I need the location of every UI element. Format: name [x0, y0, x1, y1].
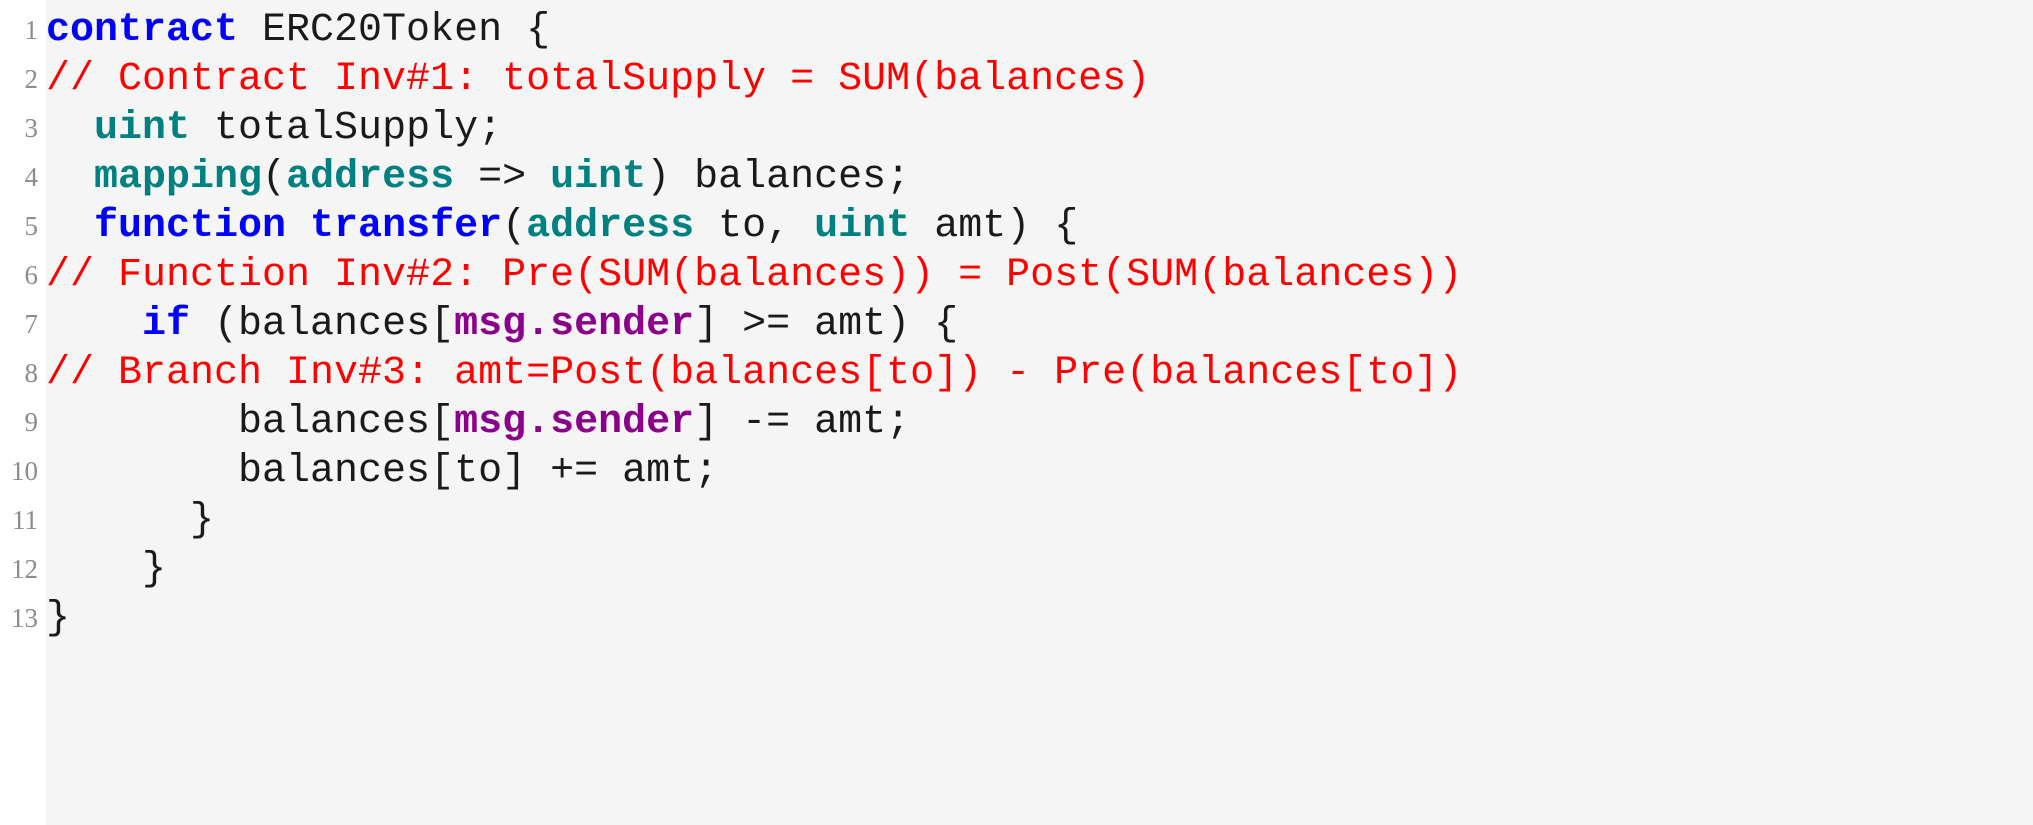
line-text: }	[46, 496, 214, 545]
code-line: 12 }	[0, 545, 2033, 594]
code-token-builtin: msg.sender	[454, 302, 695, 347]
code-token-plain: to,	[694, 204, 815, 249]
line-number: 5	[24, 211, 39, 241]
line-text: }	[46, 594, 70, 643]
code-token-type: uint	[550, 155, 647, 200]
line-number: 11	[12, 505, 38, 535]
code-token-kw: if	[142, 302, 191, 347]
line-text: uint totalSupply;	[46, 104, 502, 153]
code-token-plain: (	[262, 155, 287, 200]
line-text: balances[msg.sender] -= amt;	[46, 398, 910, 447]
code-token-plain: totalSupply;	[190, 106, 503, 151]
line-number: 10	[11, 456, 38, 486]
line-text: // Branch Inv#3: amt=Post(balances[to]) …	[46, 349, 1462, 398]
code-token-plain	[46, 204, 94, 249]
line-number: 3	[24, 113, 39, 143]
line-text: // Contract Inv#1: totalSupply = SUM(bal…	[46, 55, 1150, 104]
line-number: 9	[24, 407, 39, 437]
code-token-builtin: msg.sender	[454, 400, 695, 445]
code-token-plain	[46, 155, 94, 200]
code-token-plain: ] >= amt) {	[694, 302, 959, 347]
code-token-plain: ) balances;	[646, 155, 911, 200]
line-text: function transfer(address to, uint amt) …	[46, 202, 1078, 251]
code-token-plain	[46, 302, 142, 347]
line-number: 13	[11, 603, 38, 633]
code-token-type: uint	[94, 106, 191, 151]
code-line: 2// Contract Inv#1: totalSupply = SUM(ba…	[0, 55, 2033, 104]
line-number: 12	[11, 554, 38, 584]
code-token-type: address	[286, 155, 455, 200]
line-text: contract ERC20Token {	[46, 6, 550, 55]
code-line: 6// Function Inv#2: Pre(SUM(balances)) =…	[0, 251, 2033, 300]
line-number: 8	[24, 358, 39, 388]
line-text: mapping(address => uint) balances;	[46, 153, 910, 202]
code-token-comment: // Function Inv#2: Pre(SUM(balances)) = …	[46, 253, 1463, 298]
code-token-comment: // Contract Inv#1: totalSupply = SUM(bal…	[46, 57, 1151, 102]
code-line: 4 mapping(address => uint) balances;	[0, 153, 2033, 202]
line-text: balances[to] += amt;	[46, 447, 718, 496]
code-token-plain: (balances[	[190, 302, 455, 347]
line-number: 4	[24, 162, 39, 192]
code-token-type: address	[526, 204, 695, 249]
code-token-plain: =>	[454, 155, 551, 200]
code-token-plain: balances[to] += amt;	[46, 449, 719, 494]
code-token-plain	[46, 106, 94, 151]
code-token-plain: (	[502, 204, 527, 249]
code-line: 13}	[0, 594, 2033, 643]
line-number: 7	[24, 309, 39, 339]
code-token-comment: // Branch Inv#3: amt=Post(balances[to]) …	[46, 351, 1463, 396]
code-line: 7 if (balances[msg.sender] >= amt) {	[0, 300, 2033, 349]
code-token-type: mapping	[94, 155, 263, 200]
code-token-plain: amt) {	[910, 204, 1079, 249]
code-background	[46, 0, 2033, 825]
code-line: 8// Branch Inv#3: amt=Post(balances[to])…	[0, 349, 2033, 398]
line-number: 2	[24, 64, 39, 94]
code-line: 11 }	[0, 496, 2033, 545]
code-line: 9 balances[msg.sender] -= amt;	[0, 398, 2033, 447]
line-text: // Function Inv#2: Pre(SUM(balances)) = …	[46, 251, 1462, 300]
code-line: 10 balances[to] += amt;	[0, 447, 2033, 496]
line-number: 6	[24, 260, 39, 290]
code-token-plain: }	[46, 547, 167, 592]
code-token-plain: balances[	[46, 400, 455, 445]
line-text: }	[46, 545, 166, 594]
code-token-kw: function transfer	[94, 204, 503, 249]
code-token-plain: ] -= amt;	[694, 400, 911, 445]
code-token-plain: }	[46, 596, 71, 641]
code-token-plain: }	[46, 498, 215, 543]
code-line: 5 function transfer(address to, uint amt…	[0, 202, 2033, 251]
code-token-plain: ERC20Token {	[238, 8, 551, 53]
code-token-type: uint	[814, 204, 911, 249]
code-token-kw: contract	[46, 8, 239, 53]
line-number: 1	[24, 15, 39, 45]
code-line: 3 uint totalSupply;	[0, 104, 2033, 153]
line-text: if (balances[msg.sender] >= amt) {	[46, 300, 958, 349]
